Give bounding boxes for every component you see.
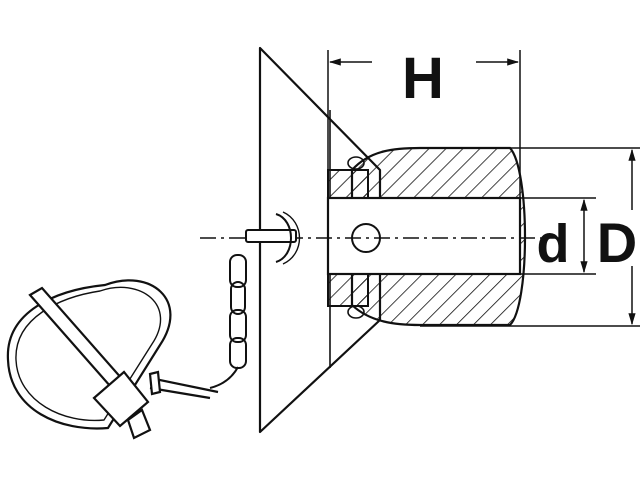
dimension-h-label: H bbox=[402, 46, 444, 111]
dimension-h bbox=[327, 50, 521, 200]
dimension-d-small bbox=[520, 197, 596, 275]
chain bbox=[209, 254, 247, 389]
dimension-d-small-label: d bbox=[537, 214, 570, 274]
dimension-d-large-label: D bbox=[597, 211, 637, 274]
dimension-d-large bbox=[420, 147, 640, 327]
linch-pin bbox=[6, 279, 219, 440]
retaining-pin bbox=[245, 211, 300, 265]
ball-section bbox=[326, 146, 527, 327]
